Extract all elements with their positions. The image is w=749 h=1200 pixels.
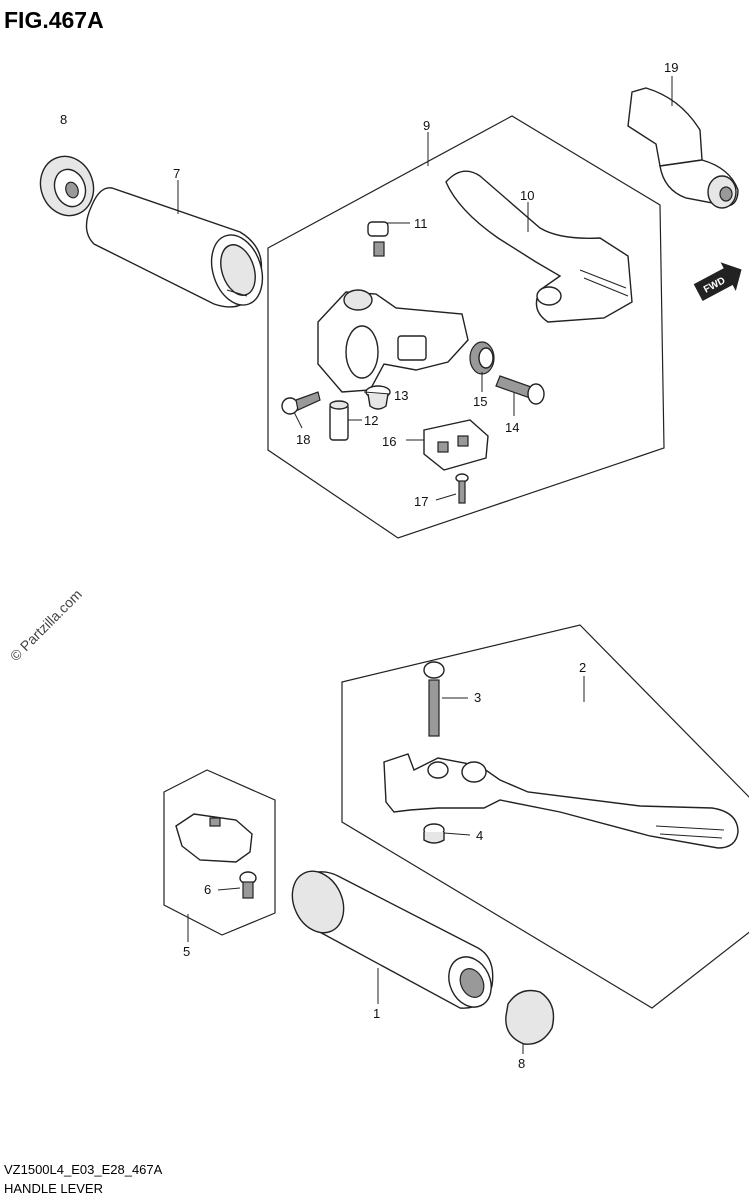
watermark-text: © Partzilla.com (7, 586, 85, 664)
part-1-throttle-grip (291, 870, 494, 1009)
callout-13: 13 (394, 388, 408, 403)
callout-10: 10 (520, 188, 534, 203)
leader-lines (177, 76, 673, 1054)
part-17-screw (455, 473, 469, 504)
callout-4: 4 (476, 828, 483, 843)
part-15-adjuster (469, 341, 495, 375)
callout-5: 5 (183, 944, 190, 959)
callout-2: 2 (579, 660, 586, 675)
fwd-direction-arrow: FWD (693, 262, 742, 301)
callout-3: 3 (474, 690, 481, 705)
callout-19: 19 (664, 60, 678, 75)
callout-15: 15 (473, 394, 487, 409)
section-name: HANDLE LEVER (4, 1181, 103, 1196)
frame-brake-lever-assembly (341, 624, 749, 1009)
callout-7: 7 (173, 166, 180, 181)
part-11-pin (367, 221, 389, 257)
model-code: VZ1500L4_E03_E28_467A (4, 1162, 163, 1177)
callout-18: 18 (296, 432, 310, 447)
part-9-lever-bracket (317, 289, 469, 393)
part-16-clutch-switch (423, 419, 489, 471)
callout-1: 1 (373, 1006, 380, 1021)
part-14-bolt (495, 375, 545, 405)
figure-title: FIG.467A (4, 7, 104, 33)
frame-switch-assembly (163, 769, 276, 936)
part-7-left-grip (85, 187, 264, 308)
callout-17: 17 (414, 494, 428, 509)
part-6-screw (239, 871, 257, 899)
callout-14: 14 (505, 420, 519, 435)
callout-8-bottom: 8 (518, 1056, 525, 1071)
callout-6: 6 (204, 882, 211, 897)
part-4-nut (423, 823, 445, 844)
part-8-grip-end-bottom (505, 989, 555, 1045)
frame-clutch-lever-assembly (267, 115, 665, 539)
part-3-pivot-bolt (423, 661, 445, 737)
callout-9: 9 (423, 118, 430, 133)
callout-16: 16 (382, 434, 396, 449)
part-5-brake-switch (175, 813, 253, 863)
callout-12: 12 (364, 413, 378, 428)
part-18-screw (281, 391, 321, 415)
part-12-collar (329, 400, 349, 441)
part-10-clutch-lever (445, 170, 633, 323)
callout-11: 11 (414, 216, 428, 231)
part-2-brake-lever (383, 753, 739, 849)
part-8-grip-end-top (39, 155, 95, 217)
callout-8-top: 8 (60, 112, 67, 127)
part-13-bushing (365, 385, 391, 410)
part-19-lever-cover (627, 87, 739, 209)
